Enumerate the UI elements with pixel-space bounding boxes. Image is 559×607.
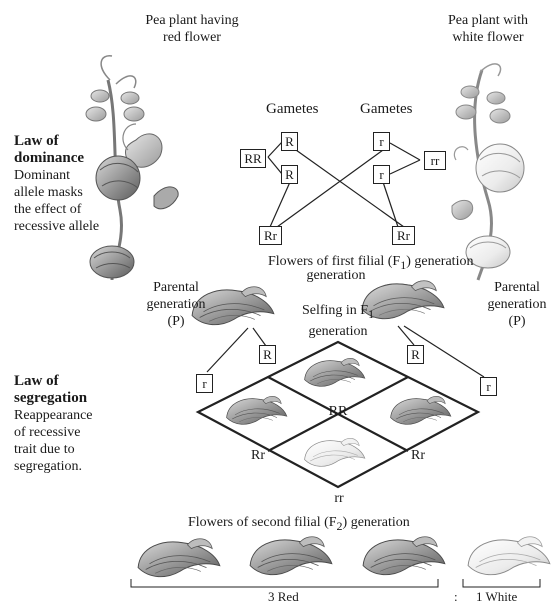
f1-caption-end: ) generation — [406, 254, 474, 269]
dominance-title-line1: Law of — [14, 133, 59, 149]
parent-white-genotype-box: rr — [424, 151, 446, 170]
dominance-body-line4: recessive allele — [14, 219, 100, 234]
white-flower-plant — [451, 63, 525, 281]
ratio-red-label: 3 Red — [268, 589, 299, 604]
ratio-brackets — [130, 579, 541, 588]
f2-caption-text: Flowers of second filial (F — [188, 515, 337, 530]
punnett-label-bottom: rr — [334, 491, 344, 506]
segregation-body-line4: segregation. — [14, 459, 83, 474]
f1-caption: Flowers of first filial (F1) generation — [268, 253, 473, 274]
gametes-label-right: Gametes — [360, 101, 413, 117]
gamete-R-box-mid: R — [281, 165, 298, 184]
ratio-white-label: 1 White — [476, 589, 518, 604]
punnett-diamond — [195, 340, 481, 489]
f1-genotype-box-left: Rr — [259, 226, 282, 245]
f2-red-flower-1 — [137, 538, 221, 578]
white-plant-caption-line2: white flower — [452, 30, 524, 45]
red-plant-caption: Pea plant having red flower — [122, 12, 262, 46]
segregation-body-line1: Reappearance — [14, 408, 93, 423]
dominance-title-line2: dominance — [14, 150, 85, 166]
dominance-body-line3: the effect of — [14, 202, 82, 217]
f2-red-flower-2 — [249, 536, 333, 576]
segregation-title-line1: Law of — [14, 373, 59, 389]
law-of-dominance: Law of dominance Dominant allele masks t… — [14, 133, 99, 235]
punnett-label-left: Rr — [251, 448, 265, 463]
f2-white-flower — [467, 536, 551, 576]
punnett-flower-left — [226, 395, 288, 425]
f2-caption-end: ) generation — [342, 515, 410, 530]
parental-left-line1: Parental — [153, 280, 199, 295]
f2-caption: Flowers of second filial (F2) generation — [188, 514, 410, 535]
dominance-body-line1: Dominant — [14, 168, 70, 183]
dominance-body-line2: allele masks — [14, 185, 83, 200]
cross-gamete-R-right: R — [407, 345, 424, 364]
parental-right-line3: (P) — [508, 314, 526, 329]
punnett-flower-rr-top — [304, 357, 366, 387]
punnett-label-right: Rr — [411, 448, 425, 463]
ratio-separator: : — [454, 589, 458, 604]
selfing-sub: 1 — [368, 306, 375, 321]
cross-gamete-r-left: r — [196, 374, 213, 393]
parent-red-genotype-box: RR — [240, 149, 266, 168]
cross-lines — [206, 325, 485, 378]
parental-right-line1: Parental — [494, 280, 540, 295]
segregation-body-line2: of recessive — [14, 425, 81, 440]
punnett-flower-white — [304, 437, 366, 467]
f1-caption-text: Flowers of first filial (F — [268, 254, 401, 269]
red-plant-caption-line1: Pea plant having — [145, 13, 239, 28]
selfing-line2: generation — [308, 323, 368, 339]
f2-caption-sub: 2 — [336, 518, 343, 533]
f1-caption-generation: generation — [306, 268, 366, 283]
parental-label-left: Parental generation (P) — [138, 279, 214, 330]
parental-label-right: Parental generation (P) — [478, 279, 556, 330]
punnett-flower-right — [390, 395, 452, 425]
segregation-body-line3: trait due to — [14, 442, 75, 457]
cross-gamete-r-right: r — [480, 377, 497, 396]
parental-right-line2: generation — [487, 297, 547, 312]
white-plant-caption-line1: Pea plant with — [447, 13, 529, 28]
red-flower-plant — [85, 55, 179, 281]
gametes-label-left: Gametes — [266, 101, 319, 117]
selfing-label: Selfing in F1 generation — [292, 302, 384, 340]
gamete-R-box-top: R — [281, 132, 298, 151]
parental-left-line2: generation — [146, 297, 206, 312]
cross-gamete-R-left: R — [259, 345, 276, 364]
red-plant-caption-line2: red flower — [163, 30, 221, 45]
f1-caption-sub: 1 — [400, 257, 407, 272]
parental-left-line3: (P) — [167, 314, 185, 329]
gamete-r-box-top: r — [373, 132, 390, 151]
gamete-r-box-mid: r — [373, 165, 390, 184]
f2-red-flower-3 — [362, 536, 446, 576]
selfing-text: Selfing in F — [301, 303, 369, 318]
punnett-label-top: RR — [328, 404, 348, 419]
segregation-title-line2: segregation — [14, 390, 88, 406]
white-plant-caption: Pea plant with white flower — [418, 12, 558, 46]
law-of-segregation: Law of segregation Reappearance of reces… — [14, 373, 93, 475]
gamete-lines — [267, 141, 421, 228]
f1-genotype-box-right: Rr — [392, 226, 415, 245]
